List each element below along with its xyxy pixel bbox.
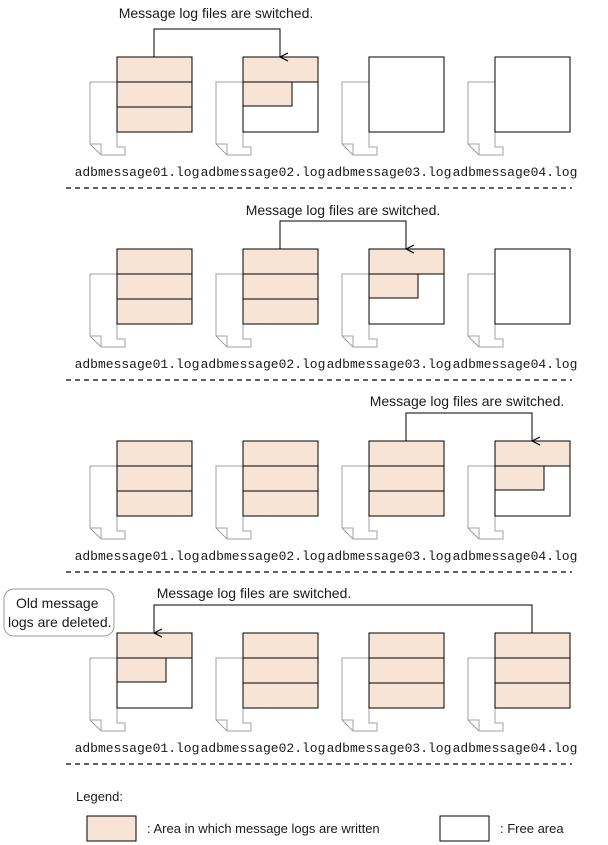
- file-name-label: adbmessage03.log: [327, 165, 452, 180]
- file-name-label: adbmessage04.log: [453, 357, 578, 372]
- written-area: [242, 632, 319, 709]
- file-name-label: adbmessage01.log: [75, 549, 200, 564]
- file-name-label: adbmessage02.log: [201, 165, 326, 180]
- written-area: [494, 465, 545, 491]
- file-name-label: adbmessage03.log: [327, 741, 452, 756]
- legend-written-swatch: [86, 815, 137, 842]
- log-file-1-icon: [89, 440, 193, 540]
- log-file-2-icon: [215, 56, 319, 156]
- file-name-label: adbmessage01.log: [75, 165, 200, 180]
- written-area: [116, 657, 167, 683]
- log-file-2-icon: [215, 440, 319, 540]
- legend: Legend: : Area in which message logs are…: [76, 789, 564, 842]
- log-file-2-icon: [215, 632, 319, 732]
- log-file-4-icon: [467, 440, 571, 540]
- file-name-label: adbmessage04.log: [453, 549, 578, 564]
- stage-3: Message log files are switched. adbmessag…: [66, 393, 578, 573]
- switch-arrow: [405, 412, 532, 441]
- switch-arrow: [279, 220, 406, 249]
- log-file-1-icon: [89, 56, 193, 156]
- file-name-label: adbmessage02.log: [201, 741, 326, 756]
- stage-2: Message log files are switched. adbmessag…: [66, 202, 578, 381]
- log-file-4-icon: [467, 56, 571, 156]
- file-name-label: adbmessage01.log: [75, 357, 200, 372]
- switch-label: Message log files are switched.: [119, 5, 314, 21]
- written-area: [242, 248, 319, 325]
- legend-free-swatch: [439, 815, 490, 842]
- file-name-label: adbmessage01.log: [75, 741, 200, 756]
- written-area: [368, 273, 419, 299]
- log-file-4-icon: [467, 632, 571, 732]
- written-area: [242, 440, 319, 517]
- written-area: [116, 56, 193, 133]
- log-file-3-icon: [341, 56, 445, 156]
- log-file-4-icon: [467, 248, 571, 348]
- stage-1: Message log files are switched. adbmessag…: [66, 5, 578, 189]
- file-name-label: adbmessage03.log: [327, 357, 452, 372]
- file-name-label: adbmessage02.log: [201, 357, 326, 372]
- file-name-label: adbmessage03.log: [327, 549, 452, 564]
- written-area: [242, 81, 293, 107]
- file-name-label: adbmessage02.log: [201, 549, 326, 564]
- switch-label: Message log files are switched.: [370, 393, 565, 409]
- callout-line-1: Old message: [16, 595, 99, 611]
- written-area: [368, 440, 445, 517]
- written-area: [116, 440, 193, 517]
- file-name-label: adbmessage04.log: [453, 741, 578, 756]
- log-file-3-icon: [341, 248, 445, 348]
- log-file-2-icon: [215, 248, 319, 348]
- legend-free-label: : Free area: [500, 821, 564, 836]
- switch-arrow: [153, 28, 280, 57]
- written-area: [368, 632, 445, 709]
- written-area: [368, 248, 445, 275]
- log-file-3-icon: [341, 440, 445, 540]
- stage-4: Message log files are switched. adbmessag…: [66, 585, 578, 765]
- switch-label: Message log files are switched.: [246, 202, 441, 218]
- switch-label: Message log files are switched.: [157, 585, 352, 601]
- written-area: [242, 56, 319, 83]
- callout-line-2: logs are deleted.: [8, 614, 112, 630]
- log-file-3-icon: [341, 632, 445, 732]
- written-area: [116, 632, 193, 659]
- old-logs-deleted-callout: Old message logs are deleted.: [3, 588, 115, 637]
- file-name-label: adbmessage04.log: [453, 165, 578, 180]
- log-file-1-icon: [89, 632, 193, 732]
- written-area: [494, 440, 571, 467]
- switch-arrow: [154, 604, 533, 633]
- log-file-1-icon: [89, 248, 193, 348]
- written-area: [494, 632, 571, 709]
- legend-title: Legend:: [76, 789, 123, 804]
- written-area: [116, 248, 193, 325]
- legend-written-label: : Area in which message logs are written: [147, 821, 380, 836]
